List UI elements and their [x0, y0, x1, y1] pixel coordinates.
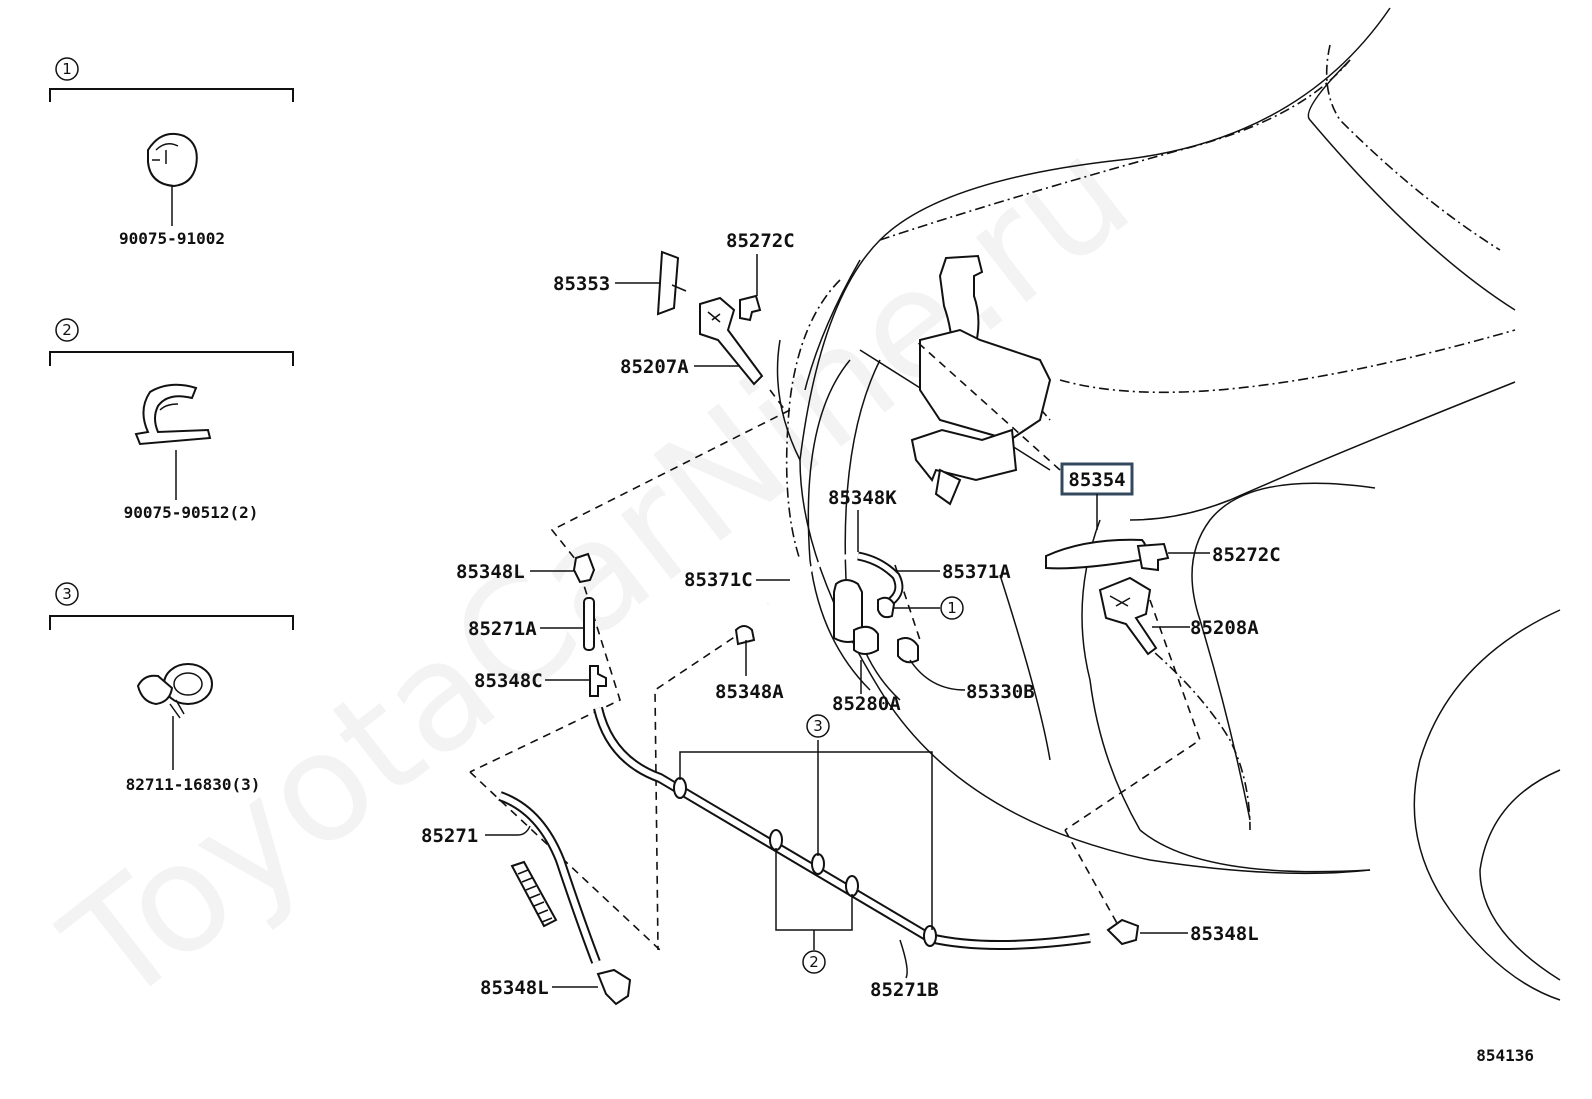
part-85271A-hose[interactable]: 85271A: [468, 597, 595, 651]
callout-label: 85348K: [828, 487, 897, 509]
legend-item-1[interactable]: 1 90075-91002: [49, 57, 294, 248]
hose-clamp-icon: [136, 663, 213, 719]
legend-item-3[interactable]: 3 82711-16830(3): [49, 582, 294, 794]
legend-bracket: [49, 615, 294, 630]
part-85348K-connector[interactable]: 85348K: [828, 487, 897, 552]
legend-part-number: 82711-16830(3): [126, 775, 261, 794]
legend-circle: [55, 318, 79, 342]
band-clamp-icon: [134, 383, 212, 446]
clamp-marker: [673, 777, 937, 947]
callout-label: 85271A: [468, 618, 537, 640]
washer-reservoir: [910, 254, 1052, 506]
part-85348L-connector-top[interactable]: 85348L: [456, 552, 596, 584]
callout-label: 85348L: [456, 561, 525, 583]
callout-label: 85348L: [1190, 923, 1259, 945]
ref-clamp-2[interactable]: 2: [775, 848, 853, 974]
part-85348L-connector-bottom[interactable]: 85348L: [480, 968, 632, 1006]
legend-bracket: [49, 88, 294, 102]
legend-number: 3: [62, 585, 72, 603]
part-85330B-grommet[interactable]: 85330B: [897, 637, 1035, 703]
ref-clamp-1[interactable]: 1: [877, 596, 964, 620]
callout-label: 85271: [421, 825, 478, 847]
part-85348A-connector[interactable]: 85348A: [715, 625, 784, 703]
part-85207A-nozzle[interactable]: 85207A: [620, 296, 764, 386]
part-85271-hose[interactable]: 85271: [421, 791, 601, 964]
callout-label: 85271B: [870, 979, 939, 1001]
legend-part-number: 90075-91002: [119, 229, 225, 248]
part-85348C-connector[interactable]: 85348C: [474, 665, 607, 697]
part-85272C-clip-top[interactable]: 85272C: [726, 230, 795, 322]
ref-number: 2: [809, 953, 819, 971]
diagram-id: 854136: [1476, 1046, 1534, 1065]
legend-number: 1: [62, 60, 72, 78]
callout-label: 85348A: [715, 681, 784, 703]
ref-clamp-3[interactable]: 3: [679, 714, 933, 930]
callout-label: 85348C: [474, 670, 543, 692]
hose-85371C[interactable]: 85371C: [684, 553, 859, 606]
hose-85371A[interactable]: 85371A: [857, 551, 1011, 606]
callout-label: 85208A: [1190, 617, 1259, 639]
legend-part-number: 90075-90512(2): [124, 503, 259, 522]
ref-number: 3: [813, 717, 823, 735]
legend-item-2[interactable]: 2 90075-90512(2): [49, 318, 294, 522]
legend-circle: [55, 57, 79, 81]
part-85208A-nozzle[interactable]: 85208A: [1098, 576, 1259, 656]
highlight-box: [1060, 462, 1134, 496]
callout-label: 85330B: [966, 681, 1035, 703]
legend-circle: [55, 582, 79, 606]
clamp-icon: [147, 132, 198, 188]
ref-number: 1: [947, 599, 957, 617]
callout-label: 85371C: [684, 569, 753, 591]
callout-label: 85272C: [1212, 544, 1281, 566]
part-85348L-connector-right[interactable]: 85348L: [1106, 918, 1259, 946]
part-85353-cover[interactable]: 85353: [553, 250, 687, 316]
part-85271B-hose[interactable]: 85271B: [593, 706, 1091, 1001]
part-85280A-pump[interactable]: 85280A: [832, 579, 901, 715]
callout-label: 85353: [553, 273, 610, 295]
callout-label: 85348L: [480, 977, 549, 999]
callout-label: 85272C: [726, 230, 795, 252]
part-85354-cover-highlighted[interactable]: 85354: [1045, 462, 1147, 570]
callout-label: 85280A: [832, 693, 901, 715]
legend-number: 2: [62, 321, 72, 339]
corrugated-sleeve: [510, 860, 558, 928]
callout-label: 85207A: [620, 356, 689, 378]
part-85272C-clip-right[interactable]: 85272C: [1136, 542, 1281, 572]
legend-bracket: [49, 351, 294, 366]
callout-label: 85354: [1068, 469, 1125, 491]
callout-label: 85371A: [942, 561, 1011, 583]
